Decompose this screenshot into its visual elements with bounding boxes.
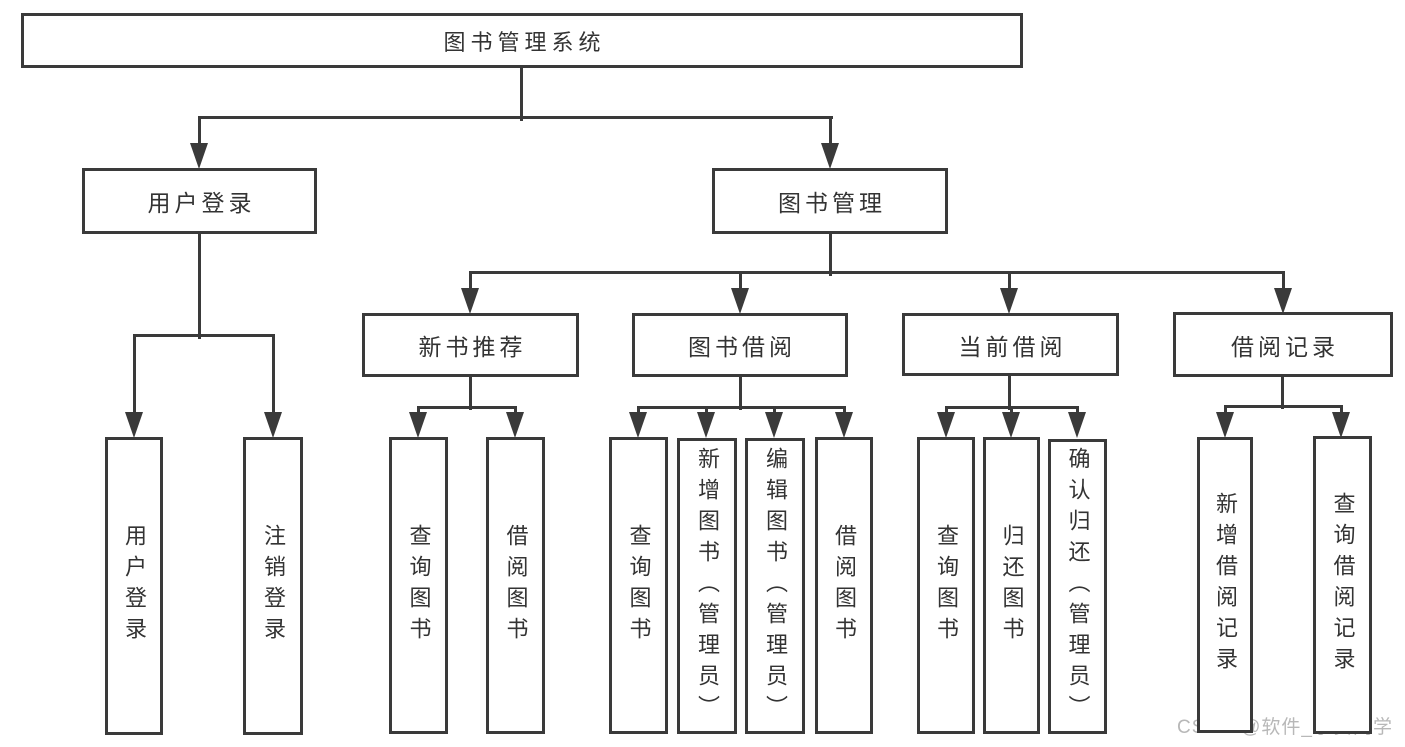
arrowhead-down-icon xyxy=(1216,412,1234,438)
node-label: 注销登录 xyxy=(261,524,286,648)
connector-line xyxy=(132,333,136,418)
node-borrow: 图书借阅 xyxy=(632,313,848,377)
connector-line xyxy=(197,115,833,119)
connector-line xyxy=(1223,404,1227,417)
node-login: 用户登录 xyxy=(82,168,317,234)
arrowhead-down-icon xyxy=(821,143,839,169)
connector-line xyxy=(416,405,517,409)
node-label: 归还图书 xyxy=(999,523,1025,648)
arrowhead-down-icon xyxy=(190,143,208,169)
node-label: 查询图书 xyxy=(626,523,652,648)
node-mgmt: 图书管理 xyxy=(712,168,948,234)
arrowhead-down-icon xyxy=(264,412,282,438)
arrowhead-down-icon xyxy=(506,412,524,438)
arrowhead-down-icon xyxy=(1068,412,1086,438)
node-label: 图书借阅 xyxy=(688,334,796,360)
connector-line xyxy=(842,405,846,417)
node-current: 当前借阅 xyxy=(902,313,1119,376)
node-records: 借阅记录 xyxy=(1173,312,1393,377)
node-rec-add: 新增借阅记录 xyxy=(1197,437,1253,733)
connector-line xyxy=(513,405,517,417)
arrowhead-down-icon xyxy=(1000,288,1018,314)
node-bw-add: 新增图书（管理员） xyxy=(677,438,737,734)
node-label: 借阅记录 xyxy=(1231,333,1339,360)
connector-line xyxy=(1007,374,1011,410)
node-label: 图书管理 xyxy=(778,190,886,216)
connector-line xyxy=(636,405,846,409)
connector-line xyxy=(468,374,472,410)
connector-line xyxy=(197,231,201,339)
connector-line xyxy=(132,333,275,337)
node-label: 编辑图书（管理员） xyxy=(763,446,788,726)
node-bw-query: 查询图书 xyxy=(609,437,668,734)
node-label: 图书管理系统 xyxy=(443,29,606,55)
connector-line xyxy=(772,405,776,417)
connector-line xyxy=(828,115,832,149)
arrowhead-down-icon xyxy=(697,412,715,438)
node-nb-borrow: 借阅图书 xyxy=(486,437,545,734)
connector-line xyxy=(1009,405,1013,417)
connector-line xyxy=(738,375,742,410)
node-bw-edit: 编辑图书（管理员） xyxy=(745,438,805,734)
connector-line xyxy=(944,405,948,417)
arrowhead-down-icon xyxy=(1332,412,1350,438)
node-cur-confirm: 确认归还（管理员） xyxy=(1048,439,1107,734)
connector-line xyxy=(271,333,275,418)
node-login-out: 注销登录 xyxy=(243,437,303,735)
connector-line xyxy=(468,270,472,294)
connector-line xyxy=(1339,404,1343,417)
connector-line xyxy=(828,231,832,276)
node-label: 查询图书 xyxy=(934,523,959,648)
connector-line xyxy=(416,405,420,417)
connector-line xyxy=(1281,270,1285,294)
node-login-user: 用户登录 xyxy=(105,437,163,735)
connector-line xyxy=(468,270,1285,274)
node-label: 当前借阅 xyxy=(958,333,1067,360)
arrowhead-down-icon xyxy=(937,412,955,438)
connector-line xyxy=(197,115,201,149)
node-label: 查询借阅记录 xyxy=(1330,492,1356,678)
arrowhead-down-icon xyxy=(1002,412,1020,438)
node-label: 查询图书 xyxy=(406,523,432,648)
arrowhead-down-icon xyxy=(461,288,479,314)
arrowhead-down-icon xyxy=(409,412,427,438)
arrowhead-down-icon xyxy=(1274,288,1292,314)
node-cur-return: 归还图书 xyxy=(983,437,1040,734)
arrowhead-down-icon xyxy=(835,412,853,438)
connector-line xyxy=(519,65,523,121)
node-label: 新增图书（管理员） xyxy=(695,446,720,726)
connector-line xyxy=(636,405,640,417)
node-label: 确认归还（管理员） xyxy=(1065,447,1091,726)
node-label: 用户登录 xyxy=(122,524,147,648)
arrowhead-down-icon xyxy=(731,288,749,314)
connector-line xyxy=(1075,405,1079,417)
arrowhead-down-icon xyxy=(125,412,143,438)
node-label: 借阅图书 xyxy=(832,523,857,648)
connector-line xyxy=(1280,375,1284,409)
node-nb-query: 查询图书 xyxy=(389,437,448,734)
node-label: 借阅图书 xyxy=(503,523,529,648)
node-label: 新书推荐 xyxy=(418,334,527,360)
node-rec-query: 查询借阅记录 xyxy=(1313,436,1372,734)
node-cur-query: 查询图书 xyxy=(917,437,975,734)
connector-line xyxy=(704,405,708,417)
node-label: 新增借阅记录 xyxy=(1213,492,1238,678)
node-new-book: 新书推荐 xyxy=(362,313,579,377)
connector-line xyxy=(1223,404,1343,408)
arrowhead-down-icon xyxy=(629,412,647,438)
connector-line xyxy=(1007,270,1011,294)
node-bw-borrow: 借阅图书 xyxy=(815,437,873,734)
arrowhead-down-icon xyxy=(765,412,783,438)
node-root: 图书管理系统 xyxy=(21,13,1023,68)
connector-line xyxy=(738,270,742,294)
node-label: 用户登录 xyxy=(147,190,256,216)
